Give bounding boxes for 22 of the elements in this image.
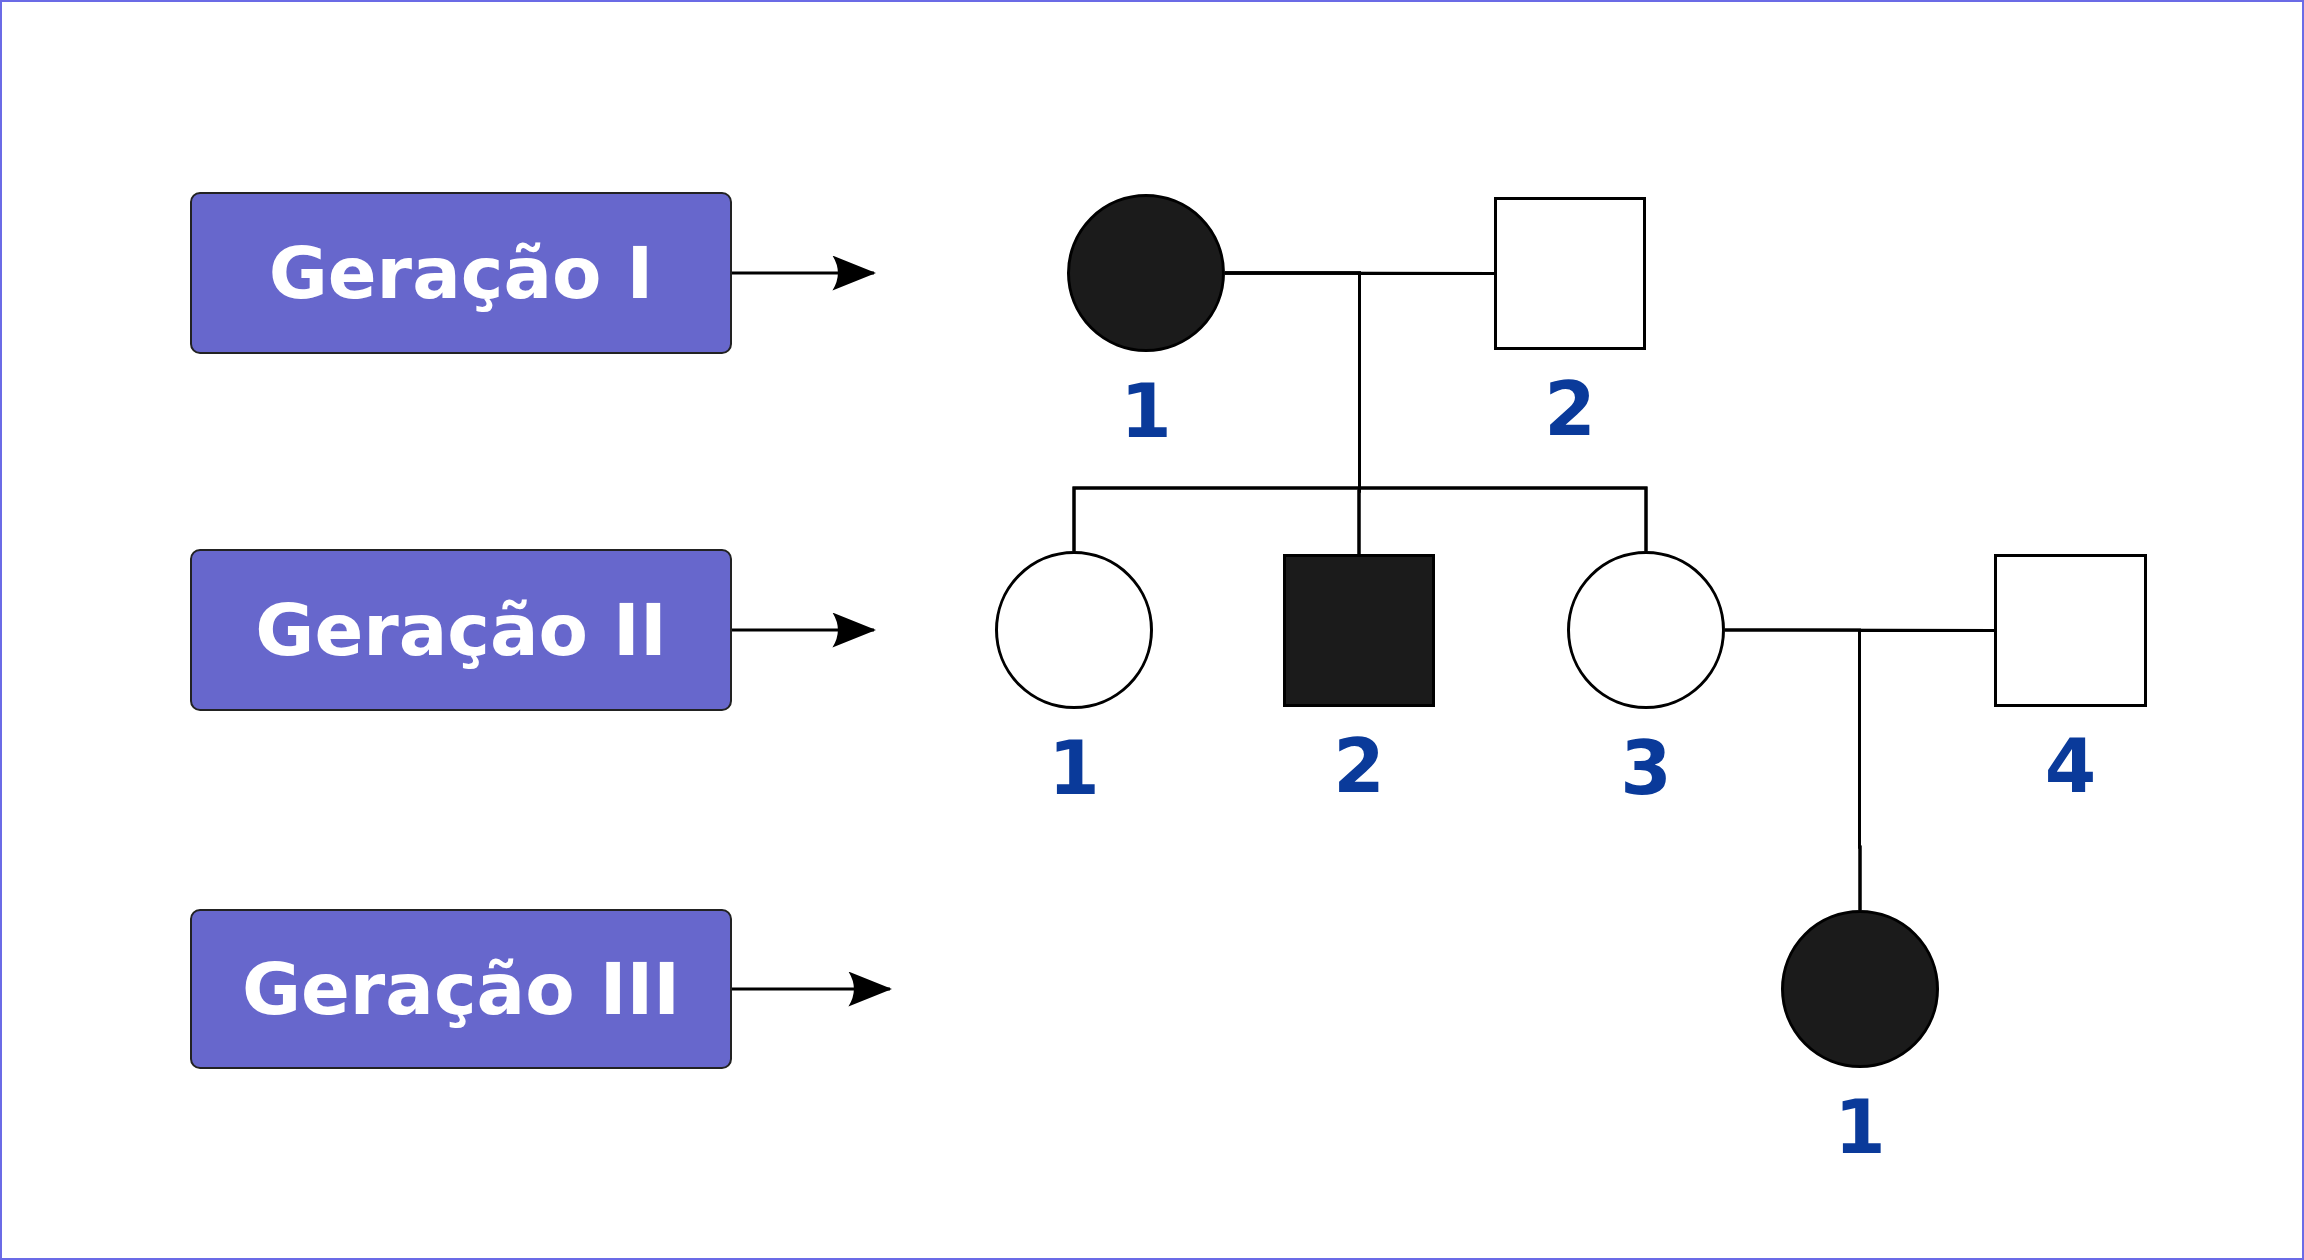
generation-label: Geração III — [241, 947, 681, 1031]
individual-number: 2 — [1332, 729, 1386, 803]
affected-female-circle — [1067, 194, 1225, 352]
pedigree-line — [1358, 272, 1648, 551]
generation-label-box — [190, 192, 732, 354]
individual-number: 3 — [1619, 731, 1673, 805]
generation-label-box — [190, 909, 732, 1069]
female-circle — [1567, 551, 1725, 709]
generation-label-box — [190, 549, 732, 711]
individual-number: 2 — [1543, 372, 1597, 446]
male-square — [1994, 554, 2147, 707]
individual-number: 4 — [2043, 729, 2098, 803]
individual-number: 1 — [1119, 374, 1173, 448]
affected-male-square — [1283, 554, 1435, 707]
pedigree-line — [1858, 629, 1994, 910]
female-circle — [995, 551, 1153, 709]
generation-label: Geração I — [268, 231, 654, 315]
individual-number: 1 — [1833, 1090, 1887, 1164]
affected-female-circle — [1781, 910, 1939, 1068]
generation-label: Geração II — [255, 588, 667, 672]
male-square — [1494, 197, 1646, 350]
individual-number: 1 — [1047, 731, 1101, 805]
